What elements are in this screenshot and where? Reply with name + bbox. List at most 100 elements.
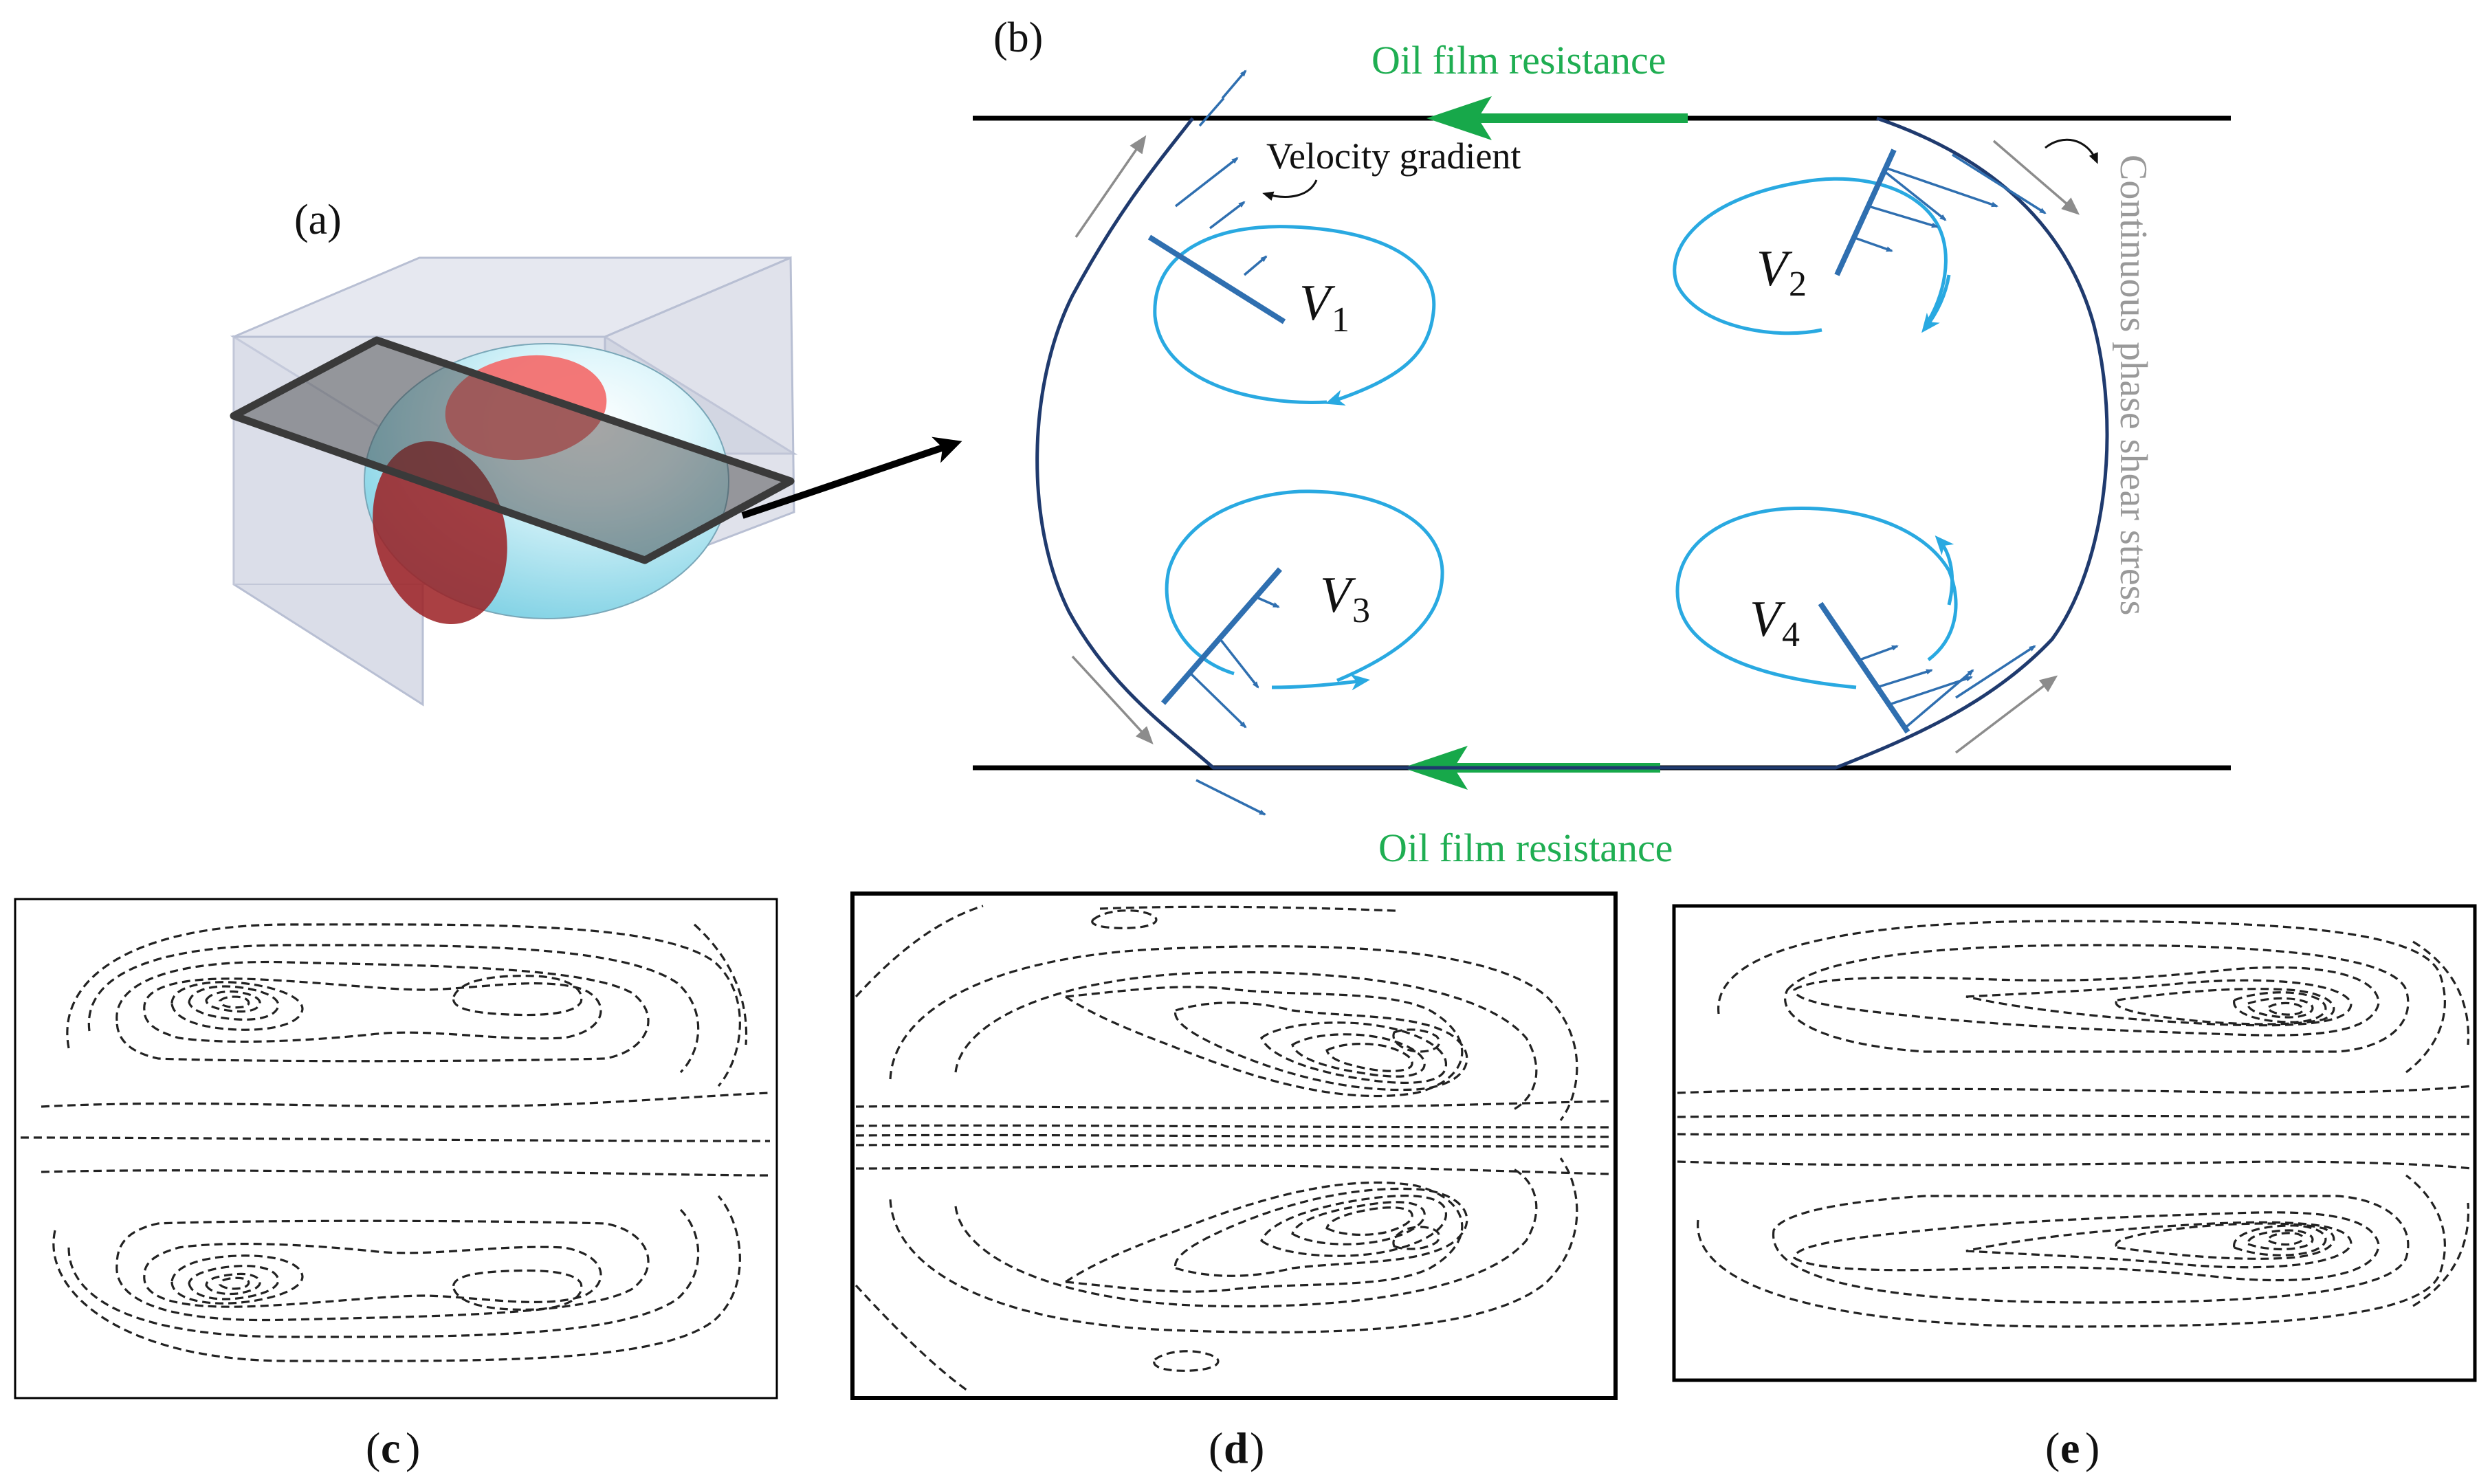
streamline xyxy=(2267,1232,2304,1246)
streamline xyxy=(205,990,261,1013)
vel-arrow xyxy=(1188,671,1247,729)
shear-arrow xyxy=(1992,140,2080,215)
streamline xyxy=(855,905,984,998)
panel-c: ( c ) xyxy=(14,898,778,1472)
panel-e-label-open: ( xyxy=(2045,1424,2060,1472)
velocity-profile-1 xyxy=(1147,234,1286,324)
droplet xyxy=(364,343,729,624)
streamline xyxy=(143,1242,602,1308)
vel-arrow xyxy=(1219,638,1259,689)
streamline xyxy=(2247,1229,2314,1251)
streamline xyxy=(855,1124,1613,1129)
streamline xyxy=(66,923,741,1087)
panel-d-streamlines xyxy=(855,905,1613,1393)
droplet-cap-front xyxy=(373,441,507,624)
streamline xyxy=(2267,1001,2304,1016)
streamline xyxy=(218,995,250,1009)
panel-c-streamlines xyxy=(20,923,771,1362)
pointer-arrow xyxy=(741,436,962,519)
streamline xyxy=(1153,1350,1220,1372)
vortex-2-label: V xyxy=(1756,241,1793,297)
streamline xyxy=(1793,1211,2380,1282)
streamline xyxy=(2233,991,2327,1023)
streamline xyxy=(20,1136,771,1142)
streamline xyxy=(452,1269,583,1311)
oil-film-arrowhead-top xyxy=(1426,96,1492,140)
vortex-1-sub: 1 xyxy=(1332,300,1349,340)
streamline xyxy=(170,1254,304,1305)
streamline xyxy=(855,1133,1613,1138)
droplet-outline xyxy=(1035,116,2109,770)
vortex-2-loop xyxy=(1673,177,1948,335)
droplet-cap-top xyxy=(445,355,607,461)
streamline xyxy=(1099,905,1396,912)
streamline xyxy=(143,977,602,1043)
streamline xyxy=(1793,966,2380,1037)
vortex-4-sub: 4 xyxy=(1782,615,1800,654)
streamline xyxy=(954,971,1538,1111)
streamline xyxy=(188,985,280,1021)
vel-arrow xyxy=(1876,669,1933,689)
oil-film-label-top: Oil film resistance xyxy=(1371,38,1666,82)
vortex-3-loop xyxy=(1165,489,1444,683)
streamline xyxy=(1677,1114,2472,1118)
velocity-profile-4 xyxy=(1818,601,1910,734)
streamline xyxy=(67,1208,700,1338)
streamline xyxy=(1717,920,2446,1074)
panel-e-streamlines xyxy=(1677,920,2472,1328)
vel-arrow xyxy=(1859,645,1899,661)
streamline xyxy=(2233,1224,2327,1256)
streamline xyxy=(1784,944,2410,1053)
shear-arrow xyxy=(1954,675,2058,754)
vel-arrow xyxy=(1952,153,2047,214)
streamline xyxy=(1291,1033,1426,1078)
shear-stress-label: Continuous phase shear stress xyxy=(2112,155,2155,615)
panel-c-label-open: ( xyxy=(366,1424,380,1472)
shear-arrow xyxy=(1075,135,1147,238)
panel-d: ( d ) xyxy=(850,891,1618,1472)
panel-e-frame xyxy=(1672,904,2477,1382)
vortex-2: V 2 xyxy=(1673,148,2047,335)
streamline xyxy=(1062,1181,1464,1293)
streamline xyxy=(1325,1043,1413,1072)
streamline xyxy=(889,945,1578,1121)
streamline xyxy=(2115,988,2335,1026)
streamline xyxy=(188,1265,280,1300)
vel-arrow xyxy=(1868,205,1939,228)
vortex-3-label: V xyxy=(1320,567,1356,623)
panel-c-frame xyxy=(14,898,778,1399)
streamline xyxy=(41,1169,771,1177)
panel-e: ( e ) xyxy=(1672,904,2477,1472)
streamline xyxy=(1772,1195,2410,1304)
panel-d-label: d xyxy=(1224,1424,1248,1472)
shear-curve xyxy=(2045,138,2098,164)
vel-arrow xyxy=(1886,167,1998,208)
streamline xyxy=(1291,1201,1426,1245)
streamline xyxy=(1062,986,1464,1098)
streamline xyxy=(2412,940,2470,1045)
streamline xyxy=(889,1158,1578,1333)
streamline xyxy=(1677,1085,2472,1094)
vel-arrow xyxy=(1174,157,1239,208)
velocity-gradient-label: Velocity gradient xyxy=(1266,135,1521,177)
streamline xyxy=(218,1276,250,1290)
streamline xyxy=(115,1219,650,1322)
vortex-1-label: V xyxy=(1299,275,1336,331)
vortex-2-sub: 2 xyxy=(1789,265,1807,304)
panel-b-label: (b) xyxy=(993,14,1043,61)
streamline xyxy=(1677,1160,2472,1170)
vel-arrow xyxy=(1257,597,1280,608)
streamline xyxy=(1260,1195,1448,1257)
velocity-gradient-curve xyxy=(1262,179,1318,201)
streamline xyxy=(693,923,748,1045)
section-plane xyxy=(230,336,795,564)
streamline xyxy=(1392,1028,1441,1053)
plane-outline xyxy=(230,336,795,564)
streamline xyxy=(52,1195,741,1362)
panel-a: (a) xyxy=(230,197,962,707)
streamline xyxy=(1325,1206,1413,1236)
velocity-profile-2 xyxy=(1834,148,1897,276)
velocity-profile-3 xyxy=(1160,567,1283,705)
vortex-3-arrow xyxy=(1271,674,1370,691)
